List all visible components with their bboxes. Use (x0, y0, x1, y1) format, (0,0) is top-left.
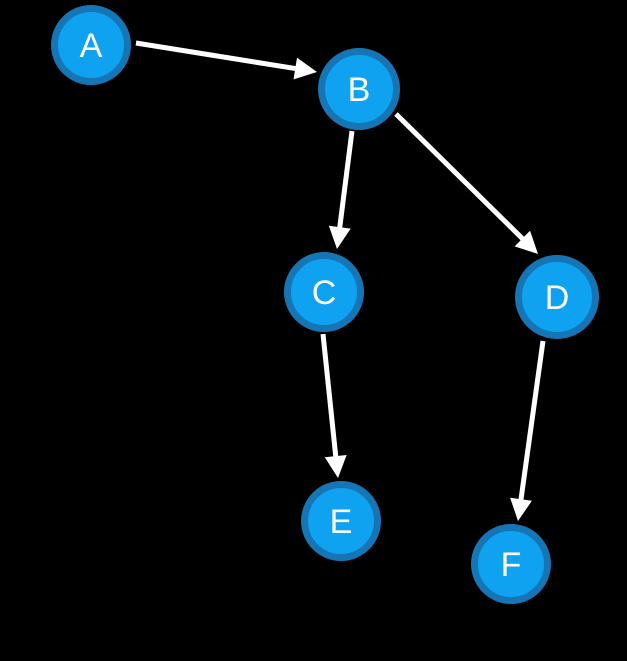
graph-node-e[interactable]: E (301, 481, 381, 561)
node-circle (515, 255, 599, 339)
edge-line (394, 112, 526, 242)
node-circle (471, 524, 551, 604)
edges-layer (135, 40, 546, 521)
node-circle (284, 252, 364, 332)
arrowhead-icon (324, 454, 347, 478)
edge-line (135, 40, 298, 72)
graph-node-a[interactable]: A (51, 5, 131, 85)
nodes-layer: A B C D E F (51, 5, 599, 604)
node-circle (318, 48, 400, 130)
edge-line (337, 130, 355, 230)
graph-node-c[interactable]: C (284, 252, 364, 332)
node-circle (51, 5, 131, 85)
edge-a-to-b (135, 40, 317, 80)
graph-node-d[interactable]: D (515, 255, 599, 339)
arrowhead-icon (293, 57, 317, 80)
edge-b-to-d (394, 112, 538, 254)
graph-node-f[interactable]: F (471, 524, 551, 604)
arrowhead-icon (510, 497, 532, 521)
graph-node-b[interactable]: B (318, 48, 400, 130)
edge-d-to-f (510, 340, 546, 521)
edge-c-to-e (320, 333, 347, 478)
arrowhead-icon (328, 225, 351, 249)
arrowhead-icon (514, 230, 538, 254)
edge-line (320, 333, 339, 459)
node-circle (301, 481, 381, 561)
edge-b-to-c (328, 130, 355, 249)
edge-line (518, 340, 546, 502)
